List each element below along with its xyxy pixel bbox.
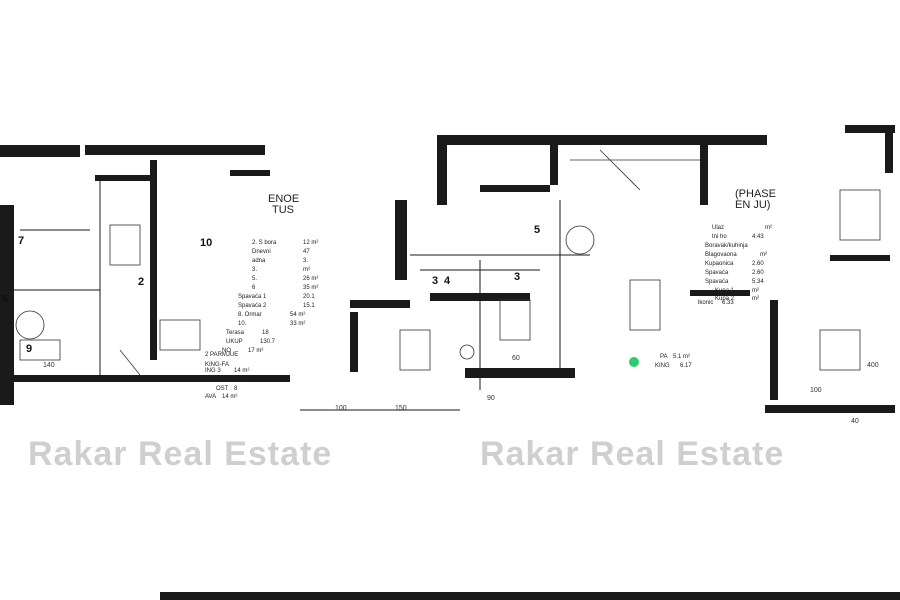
left-parking-schedule: 2 PARMJUE KING-FA ING 3 14 m² PARK02 14 … <box>205 352 249 400</box>
room-number-left-d: 2 <box>138 276 144 288</box>
room-label: Spavaća 2 <box>238 303 267 309</box>
parking-area: 14 m² <box>222 394 237 400</box>
room-area: 35 m² <box>303 285 318 291</box>
room-number-right-d: 3 <box>514 271 520 283</box>
room-label: 2. S bora <box>252 240 277 246</box>
room-number-right-a: 3 <box>432 275 438 287</box>
parking-label: 2 PARMJUE <box>205 352 238 358</box>
room-area: m² <box>303 267 310 273</box>
right-room-schedule: Ulaz m² tni ho 4.43 Boravak/kuhinja Blag… <box>698 225 772 306</box>
dimension-label: 60 <box>512 355 520 362</box>
room-area: 15.1 <box>303 303 315 309</box>
room-label: Terasa <box>226 330 245 336</box>
room-area: m² <box>765 225 772 231</box>
parking-label: PA <box>660 354 668 360</box>
dimension-label: 100 <box>810 387 822 394</box>
left-floor-plan: 7 9 10 2 6 ENOE TUS 2. S bora 12 m² Dnev… <box>0 145 332 473</box>
room-area: 12 m² <box>303 240 318 246</box>
parking-area: 14 m² <box>234 368 249 374</box>
room-area: 130.7 <box>260 339 276 345</box>
room-label: Spavaća <box>705 270 729 276</box>
parking-area: 5.1 m² <box>673 354 690 360</box>
room-label: Spavaća 1 <box>238 294 267 300</box>
room-area: 6.33 <box>722 300 734 306</box>
room-area: m² <box>760 252 767 258</box>
room-number-right-c: 5 <box>534 224 540 236</box>
dimension-label: 40 <box>851 418 859 425</box>
dimension-label: 90 <box>487 395 495 402</box>
room-label: 6 <box>252 285 256 291</box>
watermark-center: Rakar Real Estate <box>480 435 784 473</box>
room-label: Kupa 1 <box>715 288 735 294</box>
room-area: 20.1 <box>303 294 315 300</box>
parking-label: AVA <box>205 394 216 400</box>
room-number-left-a: 7 <box>18 235 24 247</box>
left-room-schedule: 2. S bora 12 m² Dnevni 47 adna 3. 3. m² … <box>222 240 318 354</box>
room-area: 5.34 <box>752 279 764 285</box>
room-label: 10. <box>238 321 247 327</box>
right-parking-schedule: PA 5.1 m² KING 6.17 <box>655 354 692 369</box>
room-label: Dnevni <box>252 249 271 255</box>
room-label: Spavaća <box>705 279 729 285</box>
dimension-label: 150 <box>395 405 407 412</box>
room-number-left-c: 10 <box>200 237 212 249</box>
location-marker-icon <box>629 357 639 367</box>
parking-label: ING 3 <box>205 368 221 374</box>
room-area: 2.60 <box>752 270 764 276</box>
parking-area: 6.17 <box>680 363 692 369</box>
room-label: Boravak/kuhinja <box>705 243 748 249</box>
room-label: tni ho <box>712 234 727 240</box>
room-number-right-b: 4 <box>444 275 451 287</box>
room-label: NO <box>222 348 231 354</box>
dimension-label: 140 <box>43 362 55 369</box>
room-area: 33 m² <box>290 321 305 327</box>
room-label: 8. Ormar <box>238 312 262 318</box>
room-area: 3. <box>303 258 308 264</box>
room-area: 47 <box>303 249 310 255</box>
center-floor-plan: 3 4 5 3 (PHASE EN JU) Ulaz m² tni ho 4.4… <box>300 125 895 473</box>
right-plan-title-line-2: EN JU) <box>735 199 770 211</box>
room-area: 54 m² <box>290 312 305 318</box>
room-label: adna <box>252 258 266 264</box>
room-area: m² <box>752 296 759 302</box>
dimension-label: 100 <box>335 405 347 412</box>
room-area: 26 m² <box>303 276 318 282</box>
parking-area: 14 <box>234 377 241 383</box>
room-label: Kupaonica <box>705 261 734 267</box>
parking-label: KING-FA <box>205 362 229 368</box>
bottom-border-bar <box>160 592 900 600</box>
left-plan-title-line-1: ENOE <box>268 193 299 205</box>
room-area: 4.43 <box>752 234 764 240</box>
room-label: UKUP <box>226 339 243 345</box>
room-label: Blagovaona <box>705 252 737 258</box>
dimension-label: 400 <box>867 362 879 369</box>
room-label: 5. <box>252 276 257 282</box>
room-area: 18 <box>262 330 269 336</box>
room-label: Kupa 2 <box>715 296 735 302</box>
dimension-labels: 100 150 90 60 100 40 140 400 <box>43 355 879 425</box>
room-area: 2.60 <box>752 261 764 267</box>
room-label: 3. <box>252 267 257 273</box>
room-label: Ulaz <box>712 225 724 231</box>
watermark-left: Rakar Real Estate <box>28 435 332 473</box>
room-area: 17 m² <box>248 348 263 354</box>
room-number-left-e: 6 <box>2 293 8 305</box>
parking-area: 8 <box>234 386 238 392</box>
left-plan-title-line-2: TUS <box>272 204 294 216</box>
room-label: lkonic <box>698 300 713 306</box>
parking-label: PARK02 <box>205 377 228 383</box>
parking-label: OST <box>216 386 229 392</box>
parking-label: KING <box>655 363 670 369</box>
room-area: m² <box>752 288 759 294</box>
right-plan-title-line-1: (PHASE <box>735 188 776 200</box>
room-number-left-b: 9 <box>26 343 32 355</box>
